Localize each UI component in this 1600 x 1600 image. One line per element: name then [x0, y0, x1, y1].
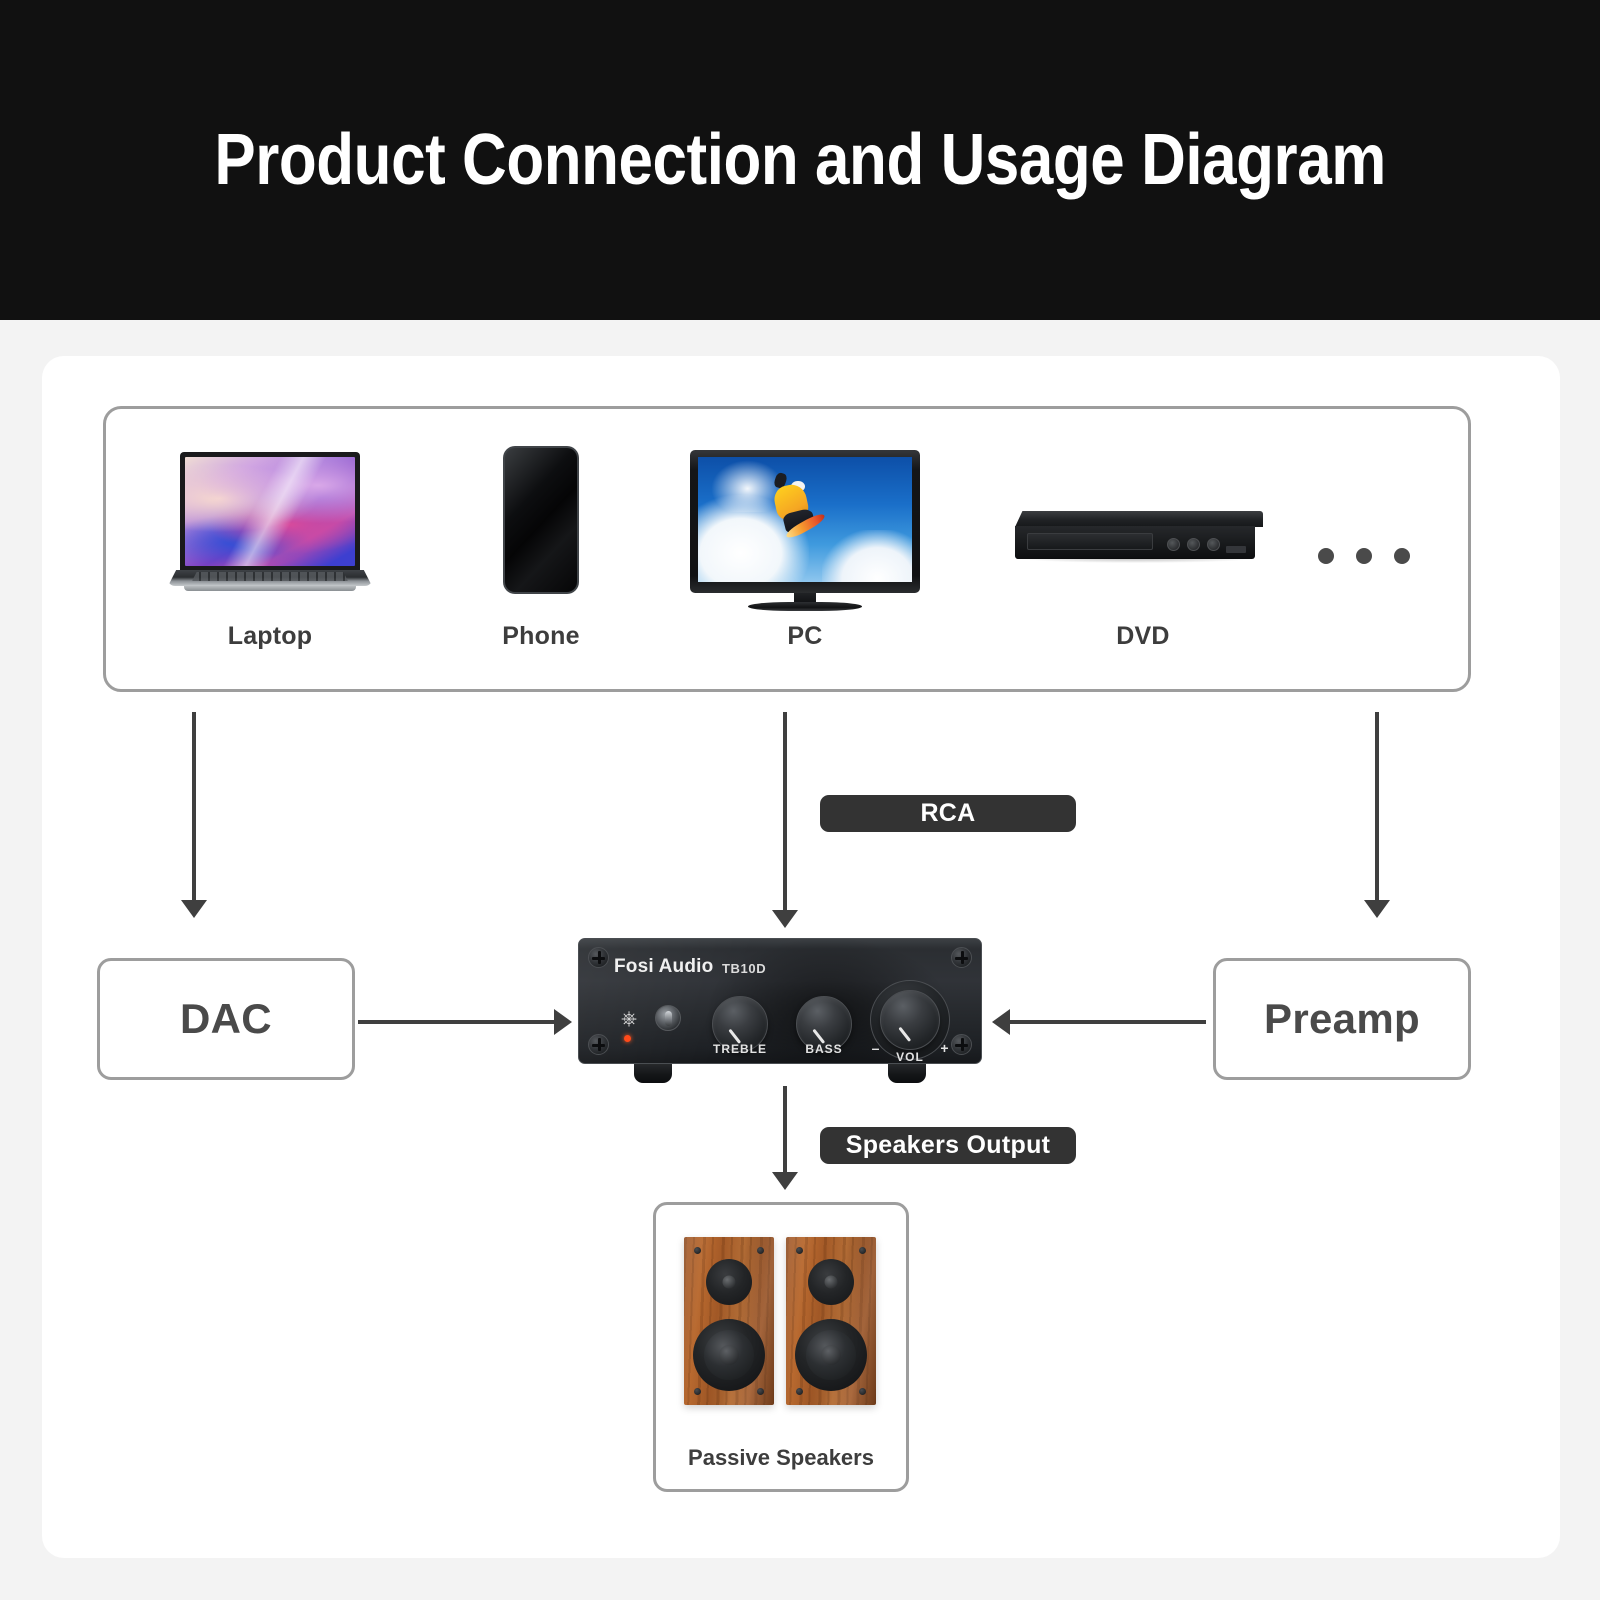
ellipsis-dot-2 — [1356, 548, 1372, 564]
volume-plus-label: + — [940, 1040, 950, 1056]
source-label-laptop: Laptop — [227, 622, 313, 650]
laptop-icon — [168, 452, 372, 597]
passive-speakers-label: Passive Speakers — [688, 1445, 874, 1470]
tv-monitor-icon — [690, 450, 920, 611]
laptop-screen — [180, 452, 360, 570]
phone-screen — [505, 448, 577, 592]
laptop-foot — [184, 586, 356, 591]
badge-rca: RCA — [820, 795, 1076, 832]
speaker-left-icon — [684, 1237, 774, 1405]
speaker-tweeter — [808, 1259, 854, 1305]
treble-knob[interactable] — [712, 996, 768, 1052]
amplifier-foot-right — [888, 1062, 926, 1083]
dac-box: DAC — [97, 958, 355, 1080]
speaker-tweeter-dome — [722, 1275, 736, 1289]
volume-label: VOL — [896, 1050, 924, 1064]
dvd-player-icon — [1015, 511, 1263, 569]
speaker-screw-bl — [796, 1388, 803, 1395]
cloud-right — [822, 529, 912, 582]
bass-knob[interactable] — [796, 996, 852, 1052]
amplifier-brand: Fosi Audio — [614, 956, 714, 977]
speaker-tweeter — [706, 1259, 752, 1305]
arrow-dvd-to-preamp — [1375, 712, 1379, 902]
laptop-wallpaper — [185, 457, 355, 566]
screw-top-left — [588, 947, 609, 968]
power-led-indicator — [624, 1035, 631, 1042]
speaker-woofer — [693, 1319, 765, 1391]
dvd-shadow — [1019, 558, 1255, 563]
screw-bottom-right — [951, 1034, 972, 1055]
header-banner: Product Connection and Usage Diagram — [0, 0, 1600, 320]
arrow-dac-to-amplifier — [358, 1020, 556, 1024]
toggle-lever — [665, 1011, 672, 1026]
speaker-screw-tl — [694, 1247, 701, 1254]
tv-bezel — [690, 450, 920, 593]
speaker-screw-tl — [796, 1247, 803, 1254]
dvd-top-panel — [1015, 511, 1263, 527]
badge-speakers-output: Speakers Output — [820, 1127, 1076, 1164]
laptop-keyboard — [192, 572, 348, 581]
speaker-woofer-dustcap — [719, 1345, 739, 1365]
volume-knob[interactable] — [880, 990, 940, 1050]
dvd-front-panel — [1015, 526, 1255, 559]
preamp-label: Preamp — [1264, 995, 1420, 1042]
screw-top-right — [951, 947, 972, 968]
speaker-screw-bl — [694, 1388, 701, 1395]
amplifier-front-panel: Fosi Audio TB10D ⎈ TREBLE BASS – + VOL — [578, 938, 982, 1064]
speaker-right-icon — [786, 1237, 876, 1405]
speaker-woofer-cone — [704, 1330, 754, 1380]
arrow-laptop-to-dac — [192, 712, 196, 902]
phone-body — [503, 446, 579, 594]
source-label-phone: Phone — [502, 622, 580, 650]
treble-label: TREBLE — [713, 1042, 767, 1056]
source-label-dvd: DVD — [1116, 622, 1170, 650]
tv-screen — [698, 457, 912, 582]
amplifier-model: TB10D — [722, 961, 767, 976]
amplifier-foot-left — [634, 1062, 672, 1083]
amplifier-device: Fosi Audio TB10D ⎈ TREBLE BASS – + VOL — [578, 938, 982, 1088]
speaker-screw-tr — [859, 1247, 866, 1254]
arrow-pc-to-amplifier — [783, 712, 787, 912]
power-icon[interactable]: ⎈ — [621, 1008, 637, 1030]
speaker-screw-tr — [757, 1247, 764, 1254]
tv-stand-base — [748, 602, 862, 611]
dvd-button-3 — [1207, 538, 1220, 551]
dvd-button-2 — [1187, 538, 1200, 551]
ellipsis-icon — [1318, 548, 1410, 564]
dvd-display — [1226, 546, 1246, 553]
ellipsis-dot-1 — [1318, 548, 1334, 564]
page-title: Product Connection and Usage Diagram — [214, 120, 1386, 200]
screw-bottom-left — [588, 1034, 609, 1055]
source-label-pc: PC — [787, 622, 823, 650]
volume-knob-indicator — [898, 1026, 912, 1042]
phone-icon — [503, 446, 579, 594]
speaker-screw-br — [859, 1388, 866, 1395]
speaker-woofer — [795, 1319, 867, 1391]
arrow-preamp-to-amplifier — [1008, 1020, 1206, 1024]
speaker-woofer-cone — [806, 1330, 856, 1380]
speaker-screw-br — [757, 1388, 764, 1395]
dac-label: DAC — [180, 995, 272, 1042]
dvd-button-1 — [1167, 538, 1180, 551]
dvd-disc-tray — [1027, 533, 1153, 550]
arrow-amplifier-to-speakers — [783, 1086, 787, 1174]
bass-label: BASS — [805, 1042, 843, 1056]
speaker-tweeter-dome — [824, 1275, 838, 1289]
toggle-switch-icon[interactable] — [655, 1005, 681, 1031]
volume-minus-label: – — [871, 1040, 881, 1056]
speaker-woofer-dustcap — [821, 1345, 841, 1365]
cloud-top — [710, 459, 784, 512]
preamp-box: Preamp — [1213, 958, 1471, 1080]
ellipsis-dot-3 — [1394, 548, 1410, 564]
passive-speakers-group: Passive Speakers — [653, 1202, 909, 1492]
